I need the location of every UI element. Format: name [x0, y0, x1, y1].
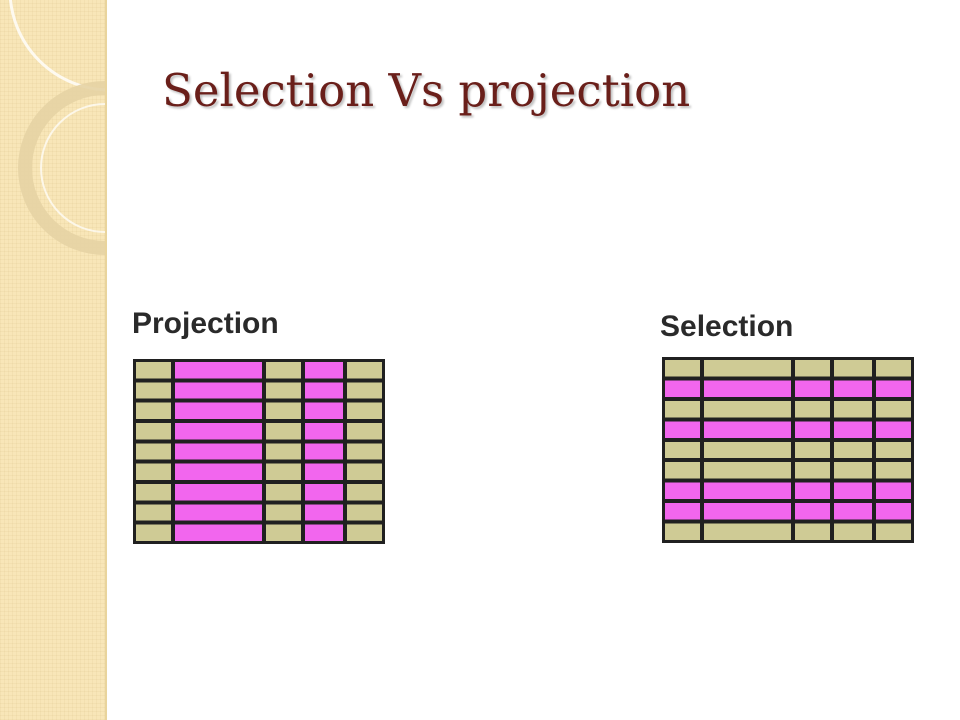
- table-cell-highlighted: [304, 504, 344, 521]
- table-cell: [794, 441, 830, 459]
- table-cell: [665, 360, 700, 377]
- table-cell-highlighted: [703, 421, 791, 438]
- table-cell: [136, 463, 171, 480]
- table-cell-highlighted: [665, 503, 700, 520]
- table-cell: [347, 423, 382, 440]
- table-cell: [265, 443, 301, 460]
- table-cell: [876, 523, 911, 540]
- table-cell: [136, 382, 171, 399]
- table-cell: [136, 443, 171, 460]
- table-cell-highlighted: [174, 504, 262, 521]
- table-cell: [347, 362, 382, 379]
- table-cell-highlighted: [665, 421, 700, 438]
- projection-label: Projection: [132, 307, 279, 340]
- table-cell: [347, 443, 382, 460]
- table-cell-highlighted: [703, 380, 791, 397]
- table-cell-highlighted: [876, 380, 911, 397]
- table-cell-highlighted: [304, 443, 344, 460]
- table-cell: [136, 484, 171, 501]
- table-cell-highlighted: [304, 524, 344, 541]
- table-cell: [703, 462, 791, 479]
- table-cell-highlighted: [833, 503, 873, 520]
- table-cell-highlighted: [174, 423, 262, 440]
- table-cell: [703, 523, 791, 540]
- table-cell-highlighted: [304, 423, 344, 440]
- table-cell-highlighted: [794, 482, 830, 500]
- table-cell-highlighted: [174, 402, 262, 419]
- table-cell: [265, 362, 301, 379]
- table-cell-highlighted: [876, 482, 911, 500]
- table-cell: [703, 360, 791, 377]
- table-cell: [265, 524, 301, 541]
- table-cell-highlighted: [304, 382, 344, 399]
- table-cell-highlighted: [703, 482, 791, 500]
- table-cell: [347, 382, 382, 399]
- table-cell-highlighted: [174, 484, 262, 501]
- table-cell-highlighted: [304, 362, 344, 379]
- table-cell-highlighted: [794, 503, 830, 520]
- table-cell: [665, 441, 700, 459]
- table-cell-highlighted: [174, 362, 262, 379]
- table-cell: [265, 382, 301, 399]
- table-cell: [347, 402, 382, 419]
- table-cell: [347, 524, 382, 541]
- table-cell-highlighted: [833, 380, 873, 397]
- table-cell: [265, 463, 301, 480]
- table-cell-highlighted: [794, 421, 830, 438]
- table-cell: [665, 462, 700, 479]
- table-cell: [136, 402, 171, 419]
- table-cell: [665, 400, 700, 418]
- table-cell: [136, 423, 171, 440]
- table-cell: [265, 402, 301, 419]
- selection-table: [662, 357, 914, 543]
- table-cell-highlighted: [174, 463, 262, 480]
- table-cell-highlighted: [876, 503, 911, 520]
- table-cell: [833, 441, 873, 459]
- table-cell-highlighted: [174, 524, 262, 541]
- table-cell: [136, 524, 171, 541]
- table-cell: [665, 523, 700, 540]
- table-cell-highlighted: [876, 421, 911, 438]
- table-cell-highlighted: [174, 382, 262, 399]
- table-cell-highlighted: [304, 484, 344, 501]
- table-cell: [833, 462, 873, 479]
- slide-title: Selection Vs projection: [162, 64, 691, 117]
- table-cell: [833, 360, 873, 377]
- table-cell: [833, 523, 873, 540]
- decorative-circles: [9, 0, 105, 255]
- table-cell: [794, 462, 830, 479]
- table-cell-highlighted: [833, 482, 873, 500]
- table-cell: [876, 360, 911, 377]
- table-cell: [876, 441, 911, 459]
- table-cell-highlighted: [665, 380, 700, 397]
- decorative-side-strip: [0, 0, 107, 720]
- table-cell: [703, 441, 791, 459]
- table-cell: [876, 462, 911, 479]
- table-cell: [265, 504, 301, 521]
- projection-table: [133, 359, 385, 544]
- table-cell-highlighted: [703, 503, 791, 520]
- table-cell: [136, 362, 171, 379]
- table-cell: [265, 423, 301, 440]
- table-cell-highlighted: [304, 463, 344, 480]
- table-cell: [876, 400, 911, 418]
- table-cell: [794, 360, 830, 377]
- table-cell: [265, 484, 301, 501]
- table-cell: [136, 504, 171, 521]
- table-cell-highlighted: [665, 482, 700, 500]
- table-cell: [833, 400, 873, 418]
- table-cell-highlighted: [833, 421, 873, 438]
- table-cell: [794, 400, 830, 418]
- table-cell: [347, 484, 382, 501]
- table-cell-highlighted: [794, 380, 830, 397]
- table-cell: [347, 463, 382, 480]
- table-cell: [347, 504, 382, 521]
- table-cell-highlighted: [304, 402, 344, 419]
- table-cell-highlighted: [174, 443, 262, 460]
- table-cell: [703, 400, 791, 418]
- table-cell: [794, 523, 830, 540]
- selection-label: Selection: [660, 310, 794, 343]
